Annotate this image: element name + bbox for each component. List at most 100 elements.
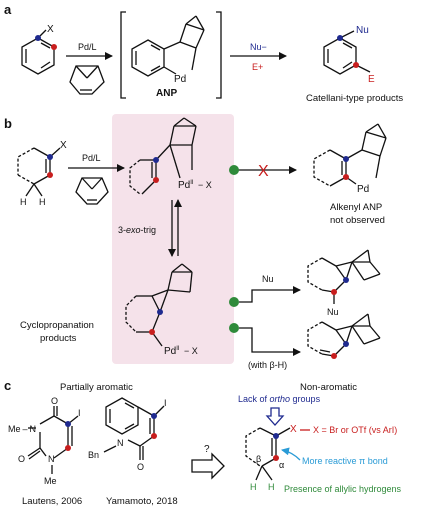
allylic-h-left: H [20, 197, 27, 207]
upper-pd-x: − X [198, 180, 212, 190]
bracket-right [216, 11, 222, 99]
alkenyl-x: X [290, 424, 297, 435]
bracket-left [120, 11, 126, 99]
blue-dot [65, 421, 71, 427]
catellani-caption: Catellani-type products [306, 93, 403, 104]
red-dot [153, 177, 159, 183]
red-dot [149, 329, 155, 335]
alkenyl-halide-structure: X H H [17, 140, 67, 207]
alpha-label: α [279, 460, 284, 470]
blue-dot [153, 157, 159, 163]
blue-dot [343, 156, 349, 162]
red-dot [343, 174, 349, 180]
cyclopropane-alkene-product [307, 313, 381, 359]
pd-l-reagent-a: Pd/L [78, 42, 97, 52]
pi-bond-curve-arrow [281, 447, 301, 461]
anp-label: ANP [156, 88, 177, 99]
quinolinone-o: O [137, 462, 144, 472]
panel-a-label: a [4, 2, 12, 17]
blue-dot [343, 341, 349, 347]
allylic-h-note: Presence of allylic hydrogens [284, 484, 402, 494]
red-dot [47, 172, 53, 178]
panel-b-label: b [4, 116, 12, 131]
non-aromatic-title: Non-aromatic [300, 382, 357, 393]
product-e-label: E [368, 74, 375, 85]
red-dot [331, 353, 337, 359]
red-dot [51, 44, 57, 50]
norbornene-reagent [69, 65, 105, 95]
cyclopropyl-palladium-intermediate: PdII − X [125, 263, 198, 357]
allylic-h-right: H [39, 197, 46, 207]
catellani-product-structure: Nu E [323, 25, 375, 85]
red-dot [273, 455, 279, 461]
uracil-o-bottom: O [18, 454, 25, 464]
upper-pd-label: PdII [178, 180, 194, 191]
uracil-i: I [78, 408, 81, 418]
green-node-beta-h [229, 323, 239, 333]
blocked-x-mark: X [258, 163, 269, 180]
panel-b: b X H H Pd/L [4, 114, 387, 370]
nucleophile-reagent: Nu− [250, 42, 267, 52]
cyclopropanation-caption-2: products [40, 333, 77, 344]
quinolinone-bn: Bn [88, 450, 99, 460]
alkenyl-x-label: X [60, 140, 67, 151]
green-node-nu [229, 297, 239, 307]
electrophile-reagent: E+ [252, 62, 263, 72]
exo-trig-label: 3-exo-trig [118, 225, 156, 235]
blue-dot [47, 154, 53, 160]
aryl-halide-structure: X [21, 24, 57, 75]
question-mark: ? [204, 444, 210, 455]
highlight-box [112, 114, 234, 364]
beta-h-arrow [239, 327, 301, 356]
blue-dot [157, 309, 163, 315]
blue-dot [337, 35, 343, 41]
cyclopropanation-caption-1: Cyclopropanation [20, 320, 94, 331]
panel-c: c Partially aromatic Non-aromatic O I Me… [4, 378, 402, 507]
nu-reagent: Nu [262, 274, 274, 284]
red-dot [151, 433, 157, 439]
panel-a: a X Pd/L [4, 2, 403, 104]
red-dot [331, 289, 337, 295]
anp-palladacycle-structure: Pd [131, 15, 205, 85]
x-note: X = Br or OTf (vs ArI) [313, 425, 397, 435]
alkenyl-anp-pd: Pd [357, 184, 369, 195]
nu-product-label: Nu [327, 307, 339, 317]
lack-ortho-note: Lack of ortho groups [238, 394, 321, 404]
hollow-arrow [191, 452, 225, 480]
quinolinone-i: I [164, 398, 167, 408]
lower-pd-x: − X [184, 346, 198, 356]
alkenyl-anp-structure: Pd [313, 123, 387, 195]
h-left-label: H [250, 482, 257, 492]
norbornene-reagent-b [75, 177, 109, 205]
iodouracil-structure: O I Me–N N Me O [8, 396, 81, 486]
pi-bond-note: More reactive π bond [302, 456, 388, 466]
uracil-me-bottom: Me [44, 476, 57, 486]
blue-dot [151, 413, 157, 419]
nu-arrow [239, 286, 301, 303]
alkenyl-anp-caption-2: not observed [330, 215, 385, 226]
aryl-x-label: X [47, 24, 54, 35]
quinolinone-n: N [117, 438, 124, 448]
red-dot [353, 62, 359, 68]
pd-l-reagent-b: Pd/L [82, 153, 101, 163]
iodoquinolinone-structure: I N Bn O [88, 397, 167, 472]
beta-label: β [256, 454, 261, 464]
panel-c-label: c [4, 378, 11, 393]
non-aromatic-alkenyl-structure: X β α H H [245, 424, 297, 492]
h-right-label: H [268, 482, 275, 492]
cyclopropane-nu-product: Nu [307, 249, 381, 317]
uracil-n-bottom: N [48, 454, 55, 464]
blue-dot [273, 433, 279, 439]
alkenyl-anp-caption-1: Alkenyl ANP [330, 202, 382, 213]
lautens-caption: Lautens, 2006 [22, 496, 82, 507]
uracil-me-top: Me–N [8, 424, 36, 434]
red-dot [65, 445, 71, 451]
lower-pd-label: PdII [164, 346, 180, 357]
blue-dot [343, 277, 349, 283]
product-nu-label: Nu [356, 25, 369, 36]
ortho-hollow-arrow [265, 407, 285, 426]
beta-h-condition: (with β-H) [248, 360, 287, 370]
blue-dot [35, 35, 41, 41]
yamamoto-caption: Yamamoto, 2018 [106, 496, 178, 507]
